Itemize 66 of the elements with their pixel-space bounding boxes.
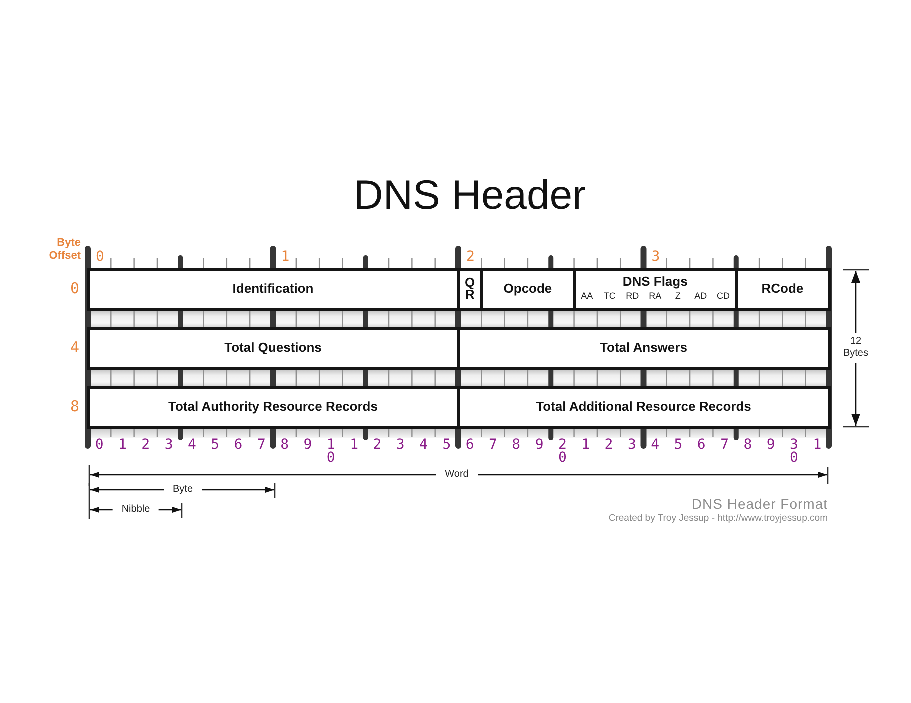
field-name: Total Additional Resource Records [536,400,752,414]
field-name: Total Authority Resource Records [168,400,378,414]
flag-name: CD [716,290,732,302]
byte-number: 3 [652,249,660,265]
flag-name: TC [602,290,617,302]
flag-name: AD [694,290,708,302]
field-name: Identification [232,282,314,296]
bit-number: 7 [257,439,266,452]
bit-number: 7 [489,439,498,452]
bit-number: 6 [234,439,243,452]
field-name: Total Answers [600,342,688,354]
bit-number: 2 [373,439,382,452]
dimension-label: Byte [164,484,202,496]
bit-number: 20 [558,439,567,465]
bit-number: 6 [697,439,706,452]
bit-number: 3 [628,439,636,452]
bit-number: 30 [790,439,798,465]
bit-number: 9 [304,439,312,452]
field-name: Q R [464,276,476,302]
bit-number: 8 [280,439,290,452]
flag-name: RD [625,290,640,302]
bit-number: 4 [420,439,428,452]
field-name: DNS Flags [622,276,688,289]
bit-number: 8 [744,439,752,452]
field-name: RCode [762,282,804,296]
bit-number: 1 [582,439,590,452]
caption-text: DNS Header Format [692,496,828,513]
field-box [86,326,460,370]
byte-number: 2 [466,249,475,265]
bit-number: 4 [188,439,196,452]
bit-number: 4 [651,439,660,452]
bit-number: 5 [211,439,220,452]
offset-number: 0 [70,280,80,298]
field-name: Total Questions [224,342,322,354]
credit-text: Created by Troy Jessup - http://www.troyjessup.com [608,513,828,525]
byte-number: 0 [96,249,104,265]
field-box [457,326,830,370]
bit-number: 7 [720,439,729,452]
bit-number: 9 [535,439,544,452]
bit-number: 1 [118,439,127,452]
flag-name: Z [674,290,682,302]
field-box [86,268,460,310]
field-box [457,386,830,428]
byte-number: 1 [281,249,290,265]
bit-number: 6 [466,439,474,452]
bit-number: 1 [813,439,822,452]
axis-title: Byte Offset [48,237,81,263]
offset-number: 8 [70,398,80,416]
field-box [86,386,460,428]
bit-number: 5 [442,439,452,452]
bit-number: 3 [164,439,174,452]
diagram-title: DNS Header [354,174,586,216]
flag-name: RA [648,290,663,302]
bit-number: 8 [512,439,521,452]
bit-number: 1 [350,439,358,452]
bit-number: 9 [766,439,776,452]
bit-number: 3 [396,439,405,452]
bit-number: 5 [674,439,683,452]
bit-number: 2 [604,439,614,452]
field-box [480,268,576,310]
offset-number: 4 [70,340,80,356]
bit-number: 2 [142,439,150,452]
bit-number: 10 [326,439,336,465]
flag-name: AA [580,290,594,302]
field-name: Opcode [504,282,552,296]
bit-number: 0 [95,439,104,452]
